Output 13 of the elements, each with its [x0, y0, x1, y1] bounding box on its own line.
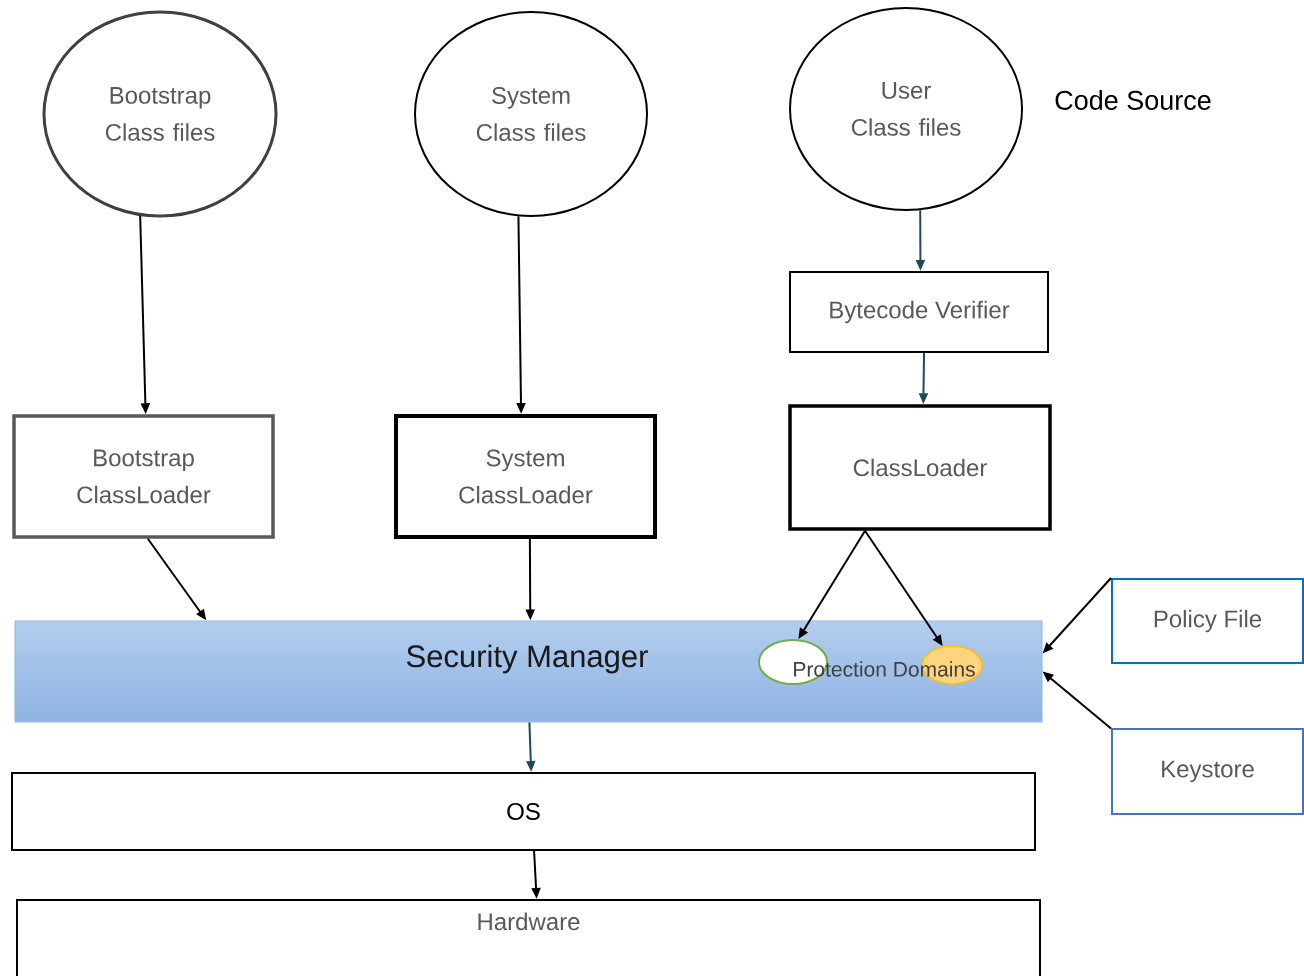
layer-box: Hardware [16, 899, 1041, 976]
heading-text: Code Source [1055, 90, 1211, 110]
band-title: Security Manager [406, 644, 648, 674]
side-box: Keystore [1111, 728, 1304, 815]
side-box: Policy File [1111, 578, 1304, 664]
layer-box: OS [11, 772, 1036, 851]
circle-node: System Class files [414, 11, 648, 217]
circle-node: Bootstrap Class files [42, 10, 278, 218]
process-box: Bytecode Verifier [789, 271, 1049, 353]
process-box: Bootstrap ClassLoader [12, 414, 275, 539]
circle-node: User Class files [789, 7, 1023, 211]
process-box: System ClassLoader [394, 414, 657, 539]
process-box: ClassLoader [788, 404, 1052, 531]
